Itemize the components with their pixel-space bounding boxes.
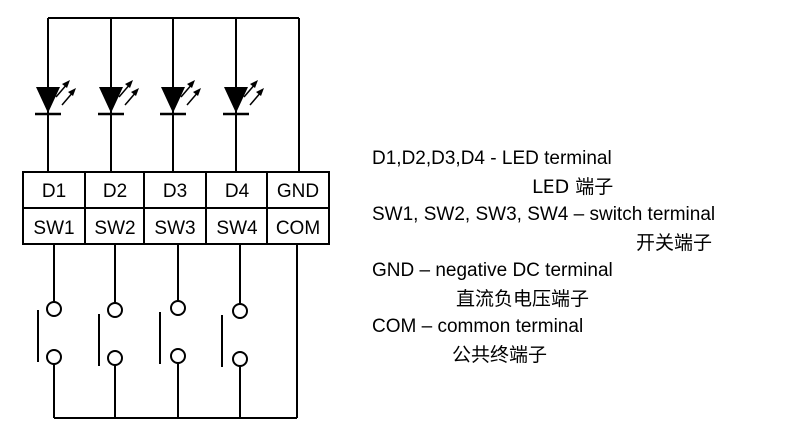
switch-sw4-icon [221, 303, 248, 418]
legend-com: COM – common terminal [372, 316, 584, 337]
legend-led: D1,D2,D3,D4 - LED terminal [372, 148, 612, 169]
led-d4-icon [221, 78, 266, 116]
terminal-sw1: SW1 [33, 218, 74, 239]
led-d1-icon [33, 78, 78, 116]
terminal-d2: D2 [103, 181, 127, 202]
wiring-diagram: D1 D2 D3 D4 GND SW1 SW2 SW3 SW4 COM [22, 17, 330, 419]
switch-sw3-icon [159, 300, 186, 418]
legend-led-zh: LED 端子 [532, 176, 614, 198]
switch-sw2-icon [98, 302, 123, 418]
terminal-d3: D3 [163, 181, 187, 202]
legend-gnd: GND – negative DC terminal [372, 260, 613, 281]
terminal-d1: D1 [42, 181, 66, 202]
legend-com-zh: 公共终端子 [452, 344, 548, 366]
terminal-sw3: SW3 [154, 218, 195, 239]
terminal-com: COM [276, 218, 320, 239]
legend-switch-zh: 开关端子 [636, 232, 713, 254]
legend-switch: SW1, SW2, SW3, SW4 – switch terminal [372, 204, 716, 225]
terminal-sw2: SW2 [94, 218, 135, 239]
legend: D1,D2,D3,D4 - LED terminal LED 端子 SW1, S… [372, 145, 797, 369]
led-d3-icon [158, 78, 203, 116]
switch-sw1-icon [37, 301, 62, 418]
legend-gnd-zh: 直流负电压端子 [456, 288, 590, 310]
terminal-sw4: SW4 [216, 218, 258, 239]
terminal-d4: D4 [225, 181, 250, 202]
led-d2-icon [96, 78, 141, 116]
terminal-gnd: GND [277, 181, 319, 202]
